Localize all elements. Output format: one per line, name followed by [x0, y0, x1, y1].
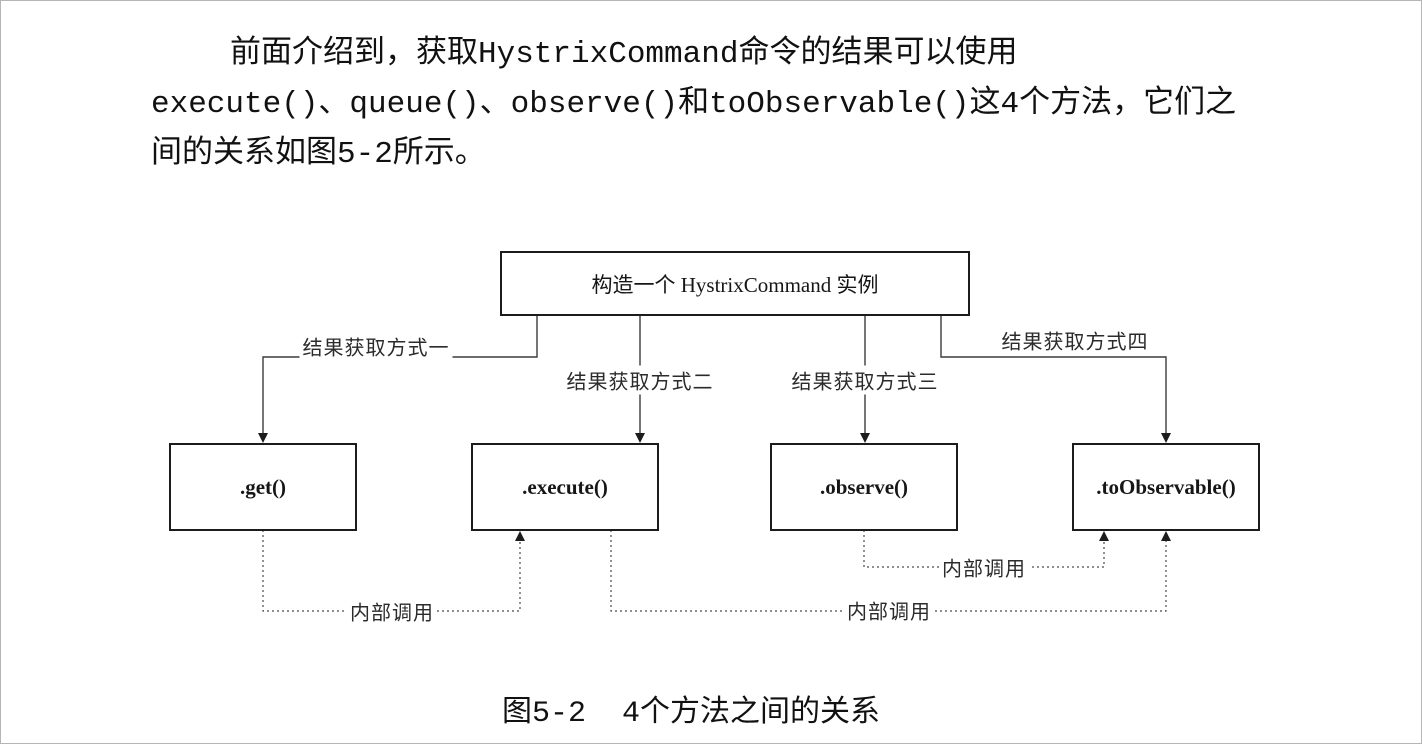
figure-caption-number: 图5-2 [501, 697, 586, 731]
method-box-get: .get() [169, 443, 357, 531]
edge-label-way2: 结果获取方式二 [563, 365, 717, 395]
edge-internal-call-get-execute [262, 530, 521, 612]
edge-label-way1: 结果获取方式一 [299, 331, 453, 361]
method-box-execute: .execute() [471, 443, 659, 531]
figure-caption: 图5-2 4个方法之间的关系 [502, 686, 880, 731]
paragraph-line-1: 前面介绍到，获取HystrixCommand命令的结果可以使用 [230, 37, 1018, 72]
edge-way4-line [940, 316, 1167, 433]
paragraph-line-3: 间的关系如图5-2所示。 [151, 137, 486, 172]
method-box-observe: .observe() [770, 443, 958, 531]
edge-internal-call-execute-toobservable [610, 530, 1167, 612]
edge-label-internal-call-2: 内部调用 [939, 552, 1029, 582]
edge-way4-arrowhead-down [1161, 433, 1171, 443]
edge-label-way3: 结果获取方式三 [788, 365, 942, 395]
edge-label-way4: 结果获取方式四 [998, 325, 1152, 355]
figure-caption-title: 4个方法之间的关系 [622, 697, 881, 731]
edge-label-internal-call-3: 内部调用 [844, 595, 934, 625]
edge-label-internal-call-1: 内部调用 [347, 596, 437, 626]
edge-way3-arrowhead-down [860, 433, 870, 443]
internal-call-arrowhead-up-toobservable-left [1099, 531, 1109, 541]
internal-call-arrowhead-up-execute [515, 531, 525, 541]
paragraph-line-2: execute()、queue()、observe()和toObservable… [151, 87, 1237, 122]
intro-paragraph: 前面介绍到，获取HystrixCommand命令的结果可以使用 execute(… [151, 30, 1301, 180]
edge-way2-arrowhead-down [635, 433, 645, 443]
root-box-hystrixcommand-instance: 构造一个 HystrixCommand 实例 [500, 251, 970, 316]
edge-way1-arrowhead-down [258, 433, 268, 443]
method-box-toobservable: .toObservable() [1072, 443, 1260, 531]
internal-call-arrowhead-up-toobservable-right [1161, 531, 1171, 541]
